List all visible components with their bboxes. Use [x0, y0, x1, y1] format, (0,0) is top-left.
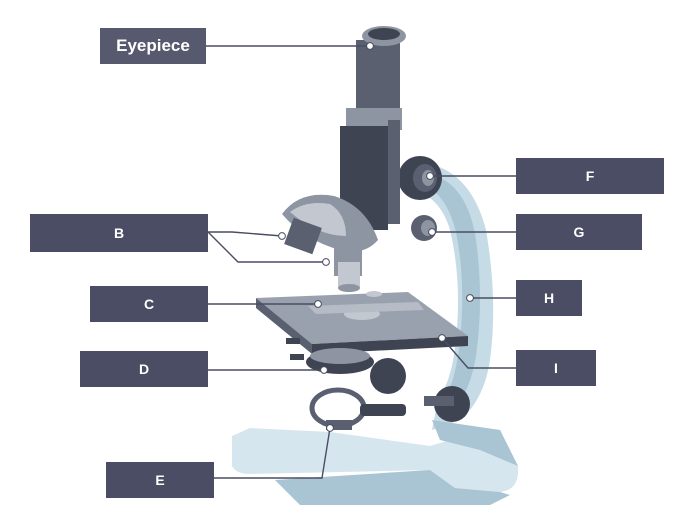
marker-i — [438, 334, 446, 342]
label-g: G — [516, 214, 642, 250]
microscope-base — [232, 426, 519, 505]
marker-e — [326, 424, 334, 432]
label-h: H — [516, 280, 582, 316]
marker-g — [428, 228, 436, 236]
label-d: D — [80, 351, 208, 387]
microscope-arm — [412, 162, 518, 466]
label-e: E — [106, 462, 214, 498]
label-c: C — [90, 286, 208, 322]
marker-d — [320, 366, 328, 374]
label-b: B — [30, 214, 208, 252]
marker-c — [314, 300, 322, 308]
marker-b2 — [322, 258, 330, 266]
marker-f — [426, 172, 434, 180]
nosepiece — [282, 194, 378, 292]
label-i: I — [516, 350, 596, 386]
label-eyepiece: Eyepiece — [100, 28, 206, 64]
microscope-stage — [256, 291, 468, 354]
mirror — [309, 387, 406, 430]
marker-h — [466, 294, 474, 302]
marker-b1 — [278, 232, 286, 240]
eyepiece-marker — [366, 42, 374, 50]
label-f: F — [516, 158, 664, 194]
